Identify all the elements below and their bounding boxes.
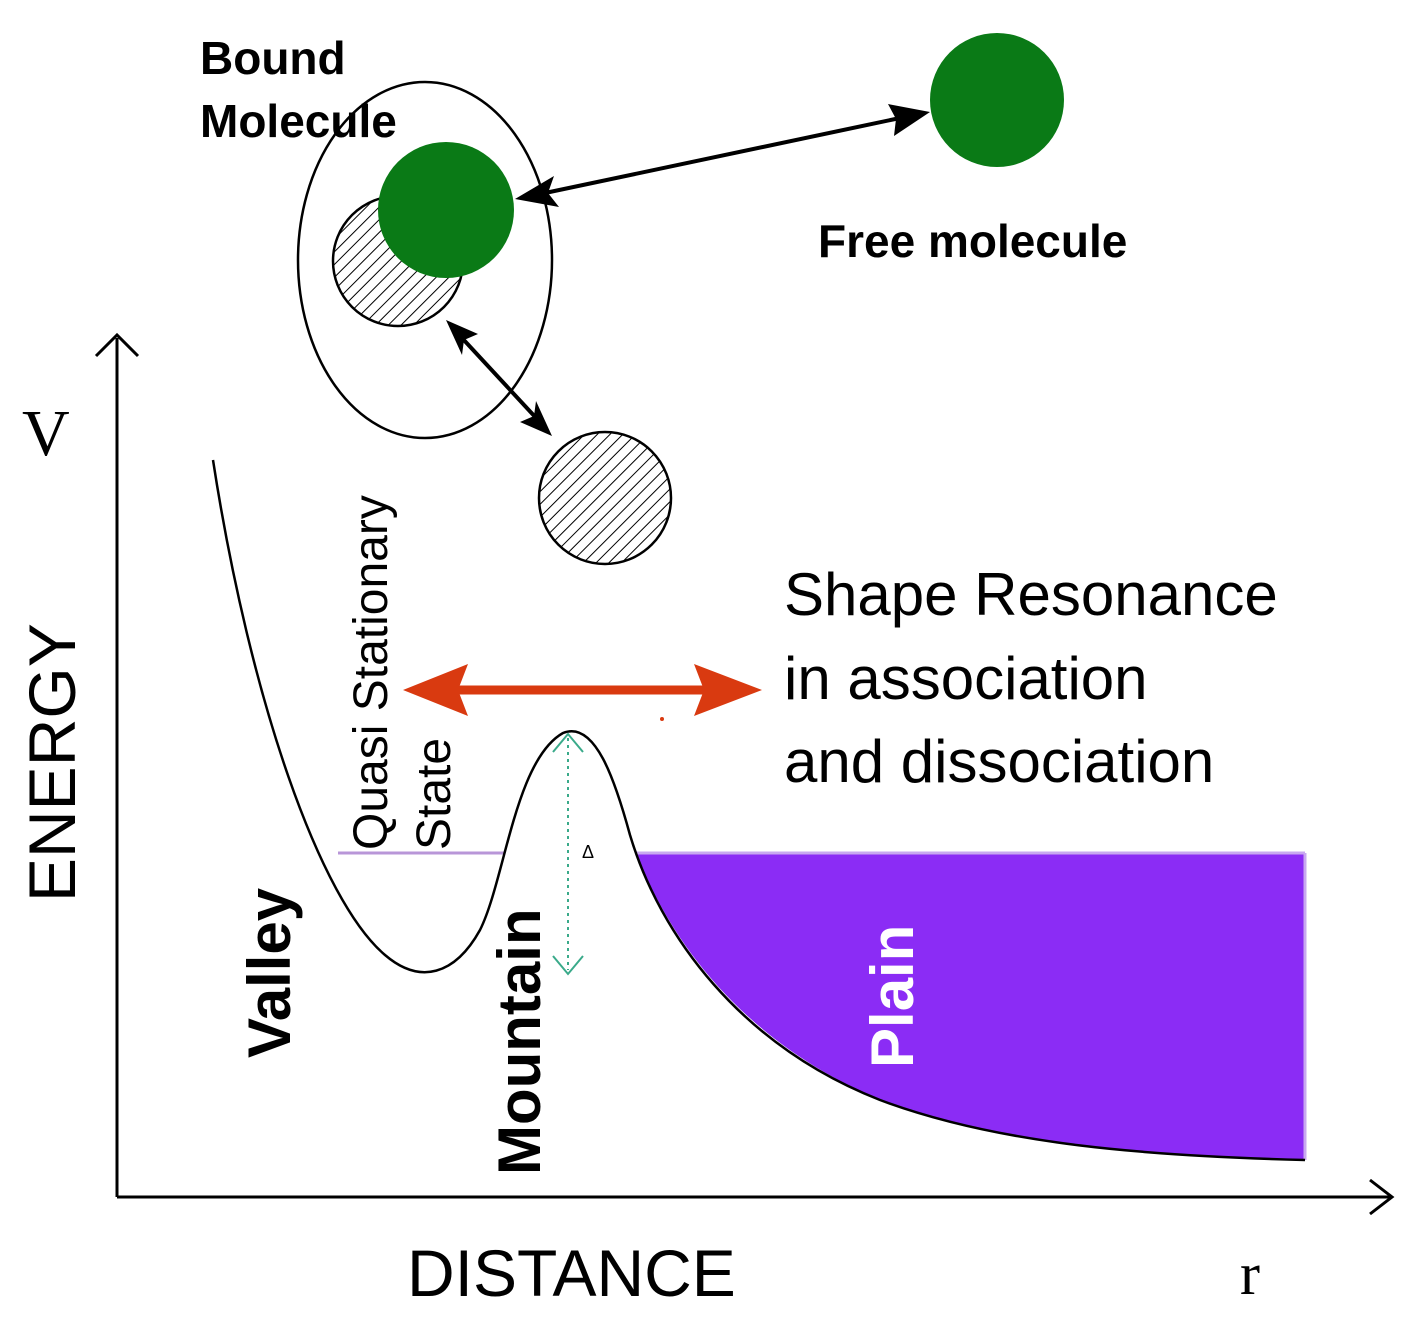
mountain-label: Mountain — [486, 908, 553, 1175]
plain-region — [636, 853, 1305, 1160]
y-axis — [94, 332, 140, 1197]
quasi-state-label: State — [408, 738, 461, 850]
delta-label: Δ — [582, 842, 594, 862]
hatched-atoms-arrow — [446, 320, 552, 436]
free-molecule-label: Free molecule — [818, 215, 1127, 267]
plain-label: Plain — [859, 925, 926, 1068]
y-axis-symbol: V — [22, 397, 70, 470]
y-axis-title: ENERGY — [15, 623, 89, 902]
x-axis — [117, 1178, 1395, 1216]
bound-green-atom — [378, 142, 514, 278]
bound-molecule-ellipse — [296, 80, 554, 440]
delta-arrow — [552, 732, 584, 976]
potential-curve — [211, 459, 1306, 1162]
x-axis-symbol: r — [1240, 1241, 1260, 1307]
shape-resonance-label-1: Shape Resonance — [784, 561, 1278, 628]
shape-resonance-label-3: and dissociation — [784, 728, 1214, 795]
free-molecule-atom — [930, 33, 1064, 167]
bound-free-arrow — [515, 104, 930, 207]
x-axis-title: DISTANCE — [407, 1236, 736, 1310]
valley-label: Valley — [236, 887, 303, 1058]
quasi-stationary-label: Quasi Stationary — [345, 495, 398, 850]
bound-molecule-label-2: Molecule — [200, 95, 397, 147]
free-hatched-atom — [537, 430, 673, 566]
shape-resonance-label-2: in association — [784, 645, 1148, 712]
resonance-arrow — [403, 664, 762, 721]
bound-molecule-label-1: Bound — [200, 32, 346, 84]
